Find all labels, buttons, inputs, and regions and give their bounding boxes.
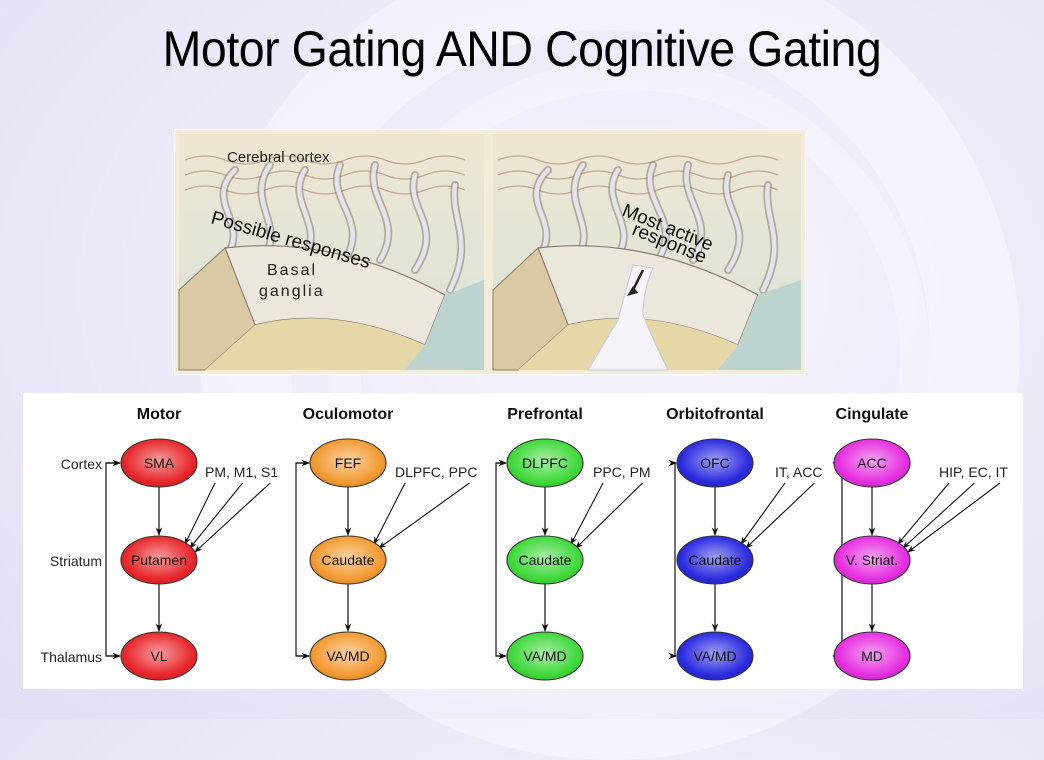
node-ellipse bbox=[309, 631, 387, 681]
node-label: VL bbox=[150, 648, 167, 664]
node-ellipse bbox=[833, 535, 911, 585]
inputs-label-motor: PM, M1, S1 bbox=[205, 464, 278, 480]
node-label: ACC bbox=[857, 455, 887, 471]
loop-title-orbitofrontal: Orbitofrontal bbox=[666, 406, 764, 423]
node-ellipse bbox=[309, 438, 387, 488]
node-orbitofrontal-cortex: OFC bbox=[676, 438, 754, 488]
input-arrow-motor bbox=[184, 482, 216, 545]
loop-title-oculomotor: Oculomotor bbox=[303, 406, 394, 423]
input-arrow-motor bbox=[189, 482, 243, 549]
node-label: VA/MD bbox=[693, 648, 736, 664]
node-label: Putamen bbox=[131, 552, 187, 568]
node-oculomotor-striatum: Caudate bbox=[309, 535, 387, 585]
node-label: SMA bbox=[144, 455, 175, 471]
node-label: OFC bbox=[700, 455, 730, 471]
node-ellipse bbox=[506, 631, 584, 681]
node-orbitofrontal-thalamus: VA/MD bbox=[676, 631, 754, 681]
basal-ganglia-dam-illustration: Cerebral cortex Possible responses Basal… bbox=[175, 130, 805, 374]
cerebral-cortex-label: Cerebral cortex bbox=[227, 149, 330, 166]
node-ellipse bbox=[120, 438, 198, 488]
node-label: DLPFC bbox=[522, 455, 568, 471]
feedback-bracket-orbitofrontal bbox=[674, 462, 676, 657]
input-arrow-oculomotor bbox=[378, 482, 470, 549]
node-label: FEF bbox=[335, 455, 361, 471]
node-label: Caudate bbox=[689, 552, 742, 568]
feedback-bracket-motor bbox=[105, 462, 120, 657]
input-arrow-orbitofrontal bbox=[745, 482, 815, 549]
node-orbitofrontal-striatum: Caudate bbox=[676, 535, 754, 585]
node-ellipse bbox=[309, 535, 387, 585]
node-prefrontal-cortex: DLPFC bbox=[506, 438, 584, 488]
feedback-bracket-oculomotor bbox=[295, 462, 309, 657]
ganglia-label: ganglia bbox=[259, 283, 325, 300]
node-motor-cortex: SMA bbox=[120, 438, 198, 488]
right-panel: Most active response bbox=[492, 134, 801, 371]
inputs-label-cingulate: HIP, EC, IT bbox=[939, 464, 1008, 480]
node-motor-striatum: Putamen bbox=[120, 535, 198, 585]
inputs-label-oculomotor: DLPFC, PPC bbox=[395, 464, 477, 480]
node-label: VA/MD bbox=[523, 648, 566, 664]
node-prefrontal-striatum: Caudate bbox=[506, 535, 584, 585]
input-arrow-cingulate bbox=[897, 482, 950, 545]
input-arrow-oculomotor bbox=[373, 482, 406, 545]
node-ellipse bbox=[676, 438, 754, 488]
node-ellipse bbox=[120, 535, 198, 585]
slide-title: Motor Gating AND Cognitive Gating bbox=[162, 21, 882, 77]
input-arrow-cingulate bbox=[902, 482, 975, 549]
row-labels: Cortex Striatum Thalamus bbox=[41, 456, 102, 665]
left-panel: Cerebral cortex Possible responses Basal… bbox=[178, 134, 484, 371]
node-cingulate-cortex: ACC bbox=[833, 438, 911, 488]
node-label: V. Striat. bbox=[846, 552, 898, 568]
node-ellipse bbox=[676, 535, 754, 585]
node-oculomotor-thalamus: VA/MD bbox=[309, 631, 387, 681]
node-ellipse bbox=[506, 535, 584, 585]
node-ellipse bbox=[676, 631, 754, 681]
inputs-label-prefrontal: PPC, PM bbox=[593, 464, 651, 480]
node-label: VA/MD bbox=[326, 648, 369, 664]
node-prefrontal-thalamus: VA/MD bbox=[506, 631, 584, 681]
loop-title-prefrontal: Prefrontal bbox=[507, 406, 583, 423]
basal-label: Basal bbox=[267, 262, 317, 279]
row-label-thalamus: Thalamus bbox=[41, 649, 102, 665]
node-cingulate-thalamus: MD bbox=[833, 631, 911, 681]
node-label: Caudate bbox=[519, 552, 572, 568]
input-arrow-orbitofrontal bbox=[740, 482, 786, 545]
input-arrow-prefrontal bbox=[575, 482, 643, 549]
illustration-svg: Cerebral cortex Possible responses Basal… bbox=[178, 134, 801, 371]
node-cingulate-striatum: V. Striat. bbox=[833, 535, 911, 585]
node-ellipse bbox=[833, 631, 911, 681]
node-ellipse bbox=[506, 438, 584, 488]
row-label-cortex: Cortex bbox=[61, 456, 102, 472]
row-label-striatum: Striatum bbox=[50, 553, 102, 569]
node-motor-thalamus: VL bbox=[120, 631, 198, 681]
node-label: Caudate bbox=[322, 552, 375, 568]
input-arrow-motor bbox=[194, 482, 271, 553]
input-arrow-cingulate bbox=[907, 482, 1001, 553]
input-arrow-prefrontal bbox=[570, 482, 604, 545]
inputs-label-orbitofrontal: IT, ACC bbox=[775, 464, 822, 480]
node-label: MD bbox=[861, 648, 883, 664]
node-oculomotor-cortex: FEF bbox=[309, 438, 387, 488]
node-ellipse bbox=[833, 438, 911, 488]
node-ellipse bbox=[120, 631, 198, 681]
loop-title-motor: Motor bbox=[137, 406, 181, 423]
loop-title-cingulate: Cingulate bbox=[836, 406, 909, 423]
feedback-bracket-prefrontal bbox=[495, 462, 506, 657]
